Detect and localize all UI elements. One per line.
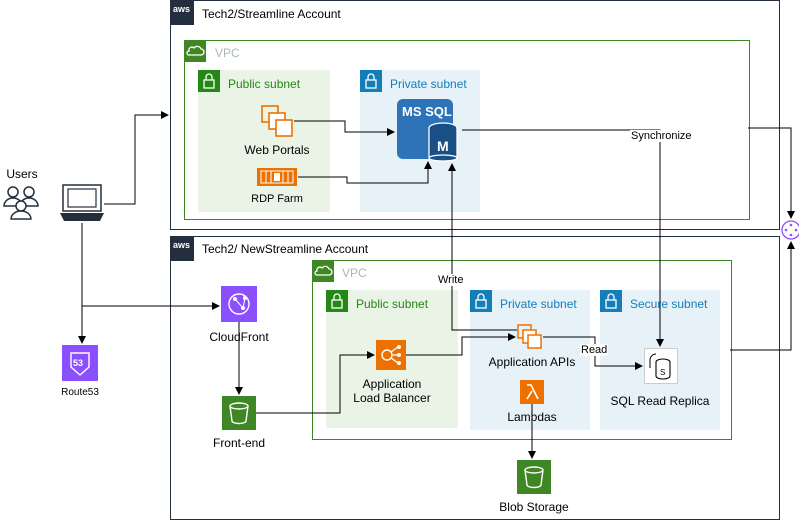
svg-text:S: S xyxy=(660,368,665,377)
aws-badge-text: aws xyxy=(173,240,191,250)
client-computer-icon xyxy=(60,183,104,223)
edge-alb-to-apis xyxy=(406,333,516,356)
vpc-cloud-icon xyxy=(184,40,206,62)
edge-streamline-to-tgw xyxy=(748,127,795,219)
frontend-bucket-icon xyxy=(222,396,256,430)
bottom-secure-subnet-title: Secure subnet xyxy=(630,297,708,311)
web-portals-icon xyxy=(260,104,294,138)
ms-sql-title: MS SQL xyxy=(402,104,452,119)
rdp-farm-label: RDP Farm xyxy=(251,193,303,205)
read-label: Read xyxy=(580,344,609,356)
bottom-private-subnet-title: Private subnet xyxy=(500,297,577,311)
ms-sql-icon xyxy=(396,98,462,162)
transit-gateway-icon xyxy=(781,220,799,240)
edge-write xyxy=(448,163,517,331)
application-apis-label: Application APIs xyxy=(488,355,576,369)
edge-newstreamline-to-tgw xyxy=(730,241,795,351)
edge-frontend-to-alb xyxy=(256,351,375,414)
sql-read-replica-label: SQL Read Replica xyxy=(610,394,710,408)
cloudfront-icon xyxy=(221,286,257,322)
load-balancer-icon xyxy=(376,340,406,370)
read-replica-icon: S xyxy=(644,348,678,384)
newstreamline-account-title: Tech2/ NewStreamline Account xyxy=(202,242,369,256)
lock-icon xyxy=(470,290,492,312)
lambda-icon xyxy=(520,380,544,404)
blob-storage-label: Blob Storage xyxy=(499,500,569,514)
aws-icon xyxy=(170,237,194,261)
synchronize-label: Synchronize xyxy=(630,130,693,142)
route53-icon xyxy=(62,345,98,381)
rdp-farm-icon xyxy=(256,166,298,188)
frontend-label: Front-end xyxy=(212,436,266,450)
users-icon xyxy=(2,184,40,220)
top-vpc-title: VPC xyxy=(215,46,240,60)
vpc-cloud-icon xyxy=(312,260,334,282)
edge-synchronize xyxy=(462,129,664,347)
top-public-subnet-title: Public subnet xyxy=(228,77,301,91)
route53-label: Route53 xyxy=(61,387,99,398)
web-portals-label: Web Portals xyxy=(244,143,310,157)
aws-badge-text: aws xyxy=(173,4,191,14)
lock-icon xyxy=(360,70,382,92)
edge-rdp-to-mssql xyxy=(298,161,432,184)
top-vpc xyxy=(184,40,750,220)
users-label: Users xyxy=(6,167,38,181)
top-private-subnet-title: Private subnet xyxy=(390,77,467,91)
streamline-account-title: Tech2/Streamline Account xyxy=(202,7,341,21)
write-label: Write xyxy=(437,274,465,286)
bottom-vpc-title: VPC xyxy=(342,266,367,280)
top-public-subnet xyxy=(198,70,330,212)
lock-icon xyxy=(600,290,622,312)
alb-label-line2: Load Balancer xyxy=(353,391,431,405)
blob-storage-icon xyxy=(517,460,551,494)
edge-users-to-streamline xyxy=(104,111,169,205)
route53-badge-text: 53 xyxy=(73,358,84,368)
bottom-public-subnet-title: Public subnet xyxy=(356,297,429,311)
edge-webportals-to-mssql xyxy=(294,120,395,136)
ms-sql-letter: M xyxy=(437,138,449,154)
aws-icon xyxy=(170,1,194,25)
alb-label-line1: Application xyxy=(362,377,422,391)
lock-icon xyxy=(326,290,348,312)
application-apis-icon xyxy=(517,324,543,350)
lock-icon xyxy=(198,70,220,92)
bottom-private-subnet xyxy=(470,290,590,430)
